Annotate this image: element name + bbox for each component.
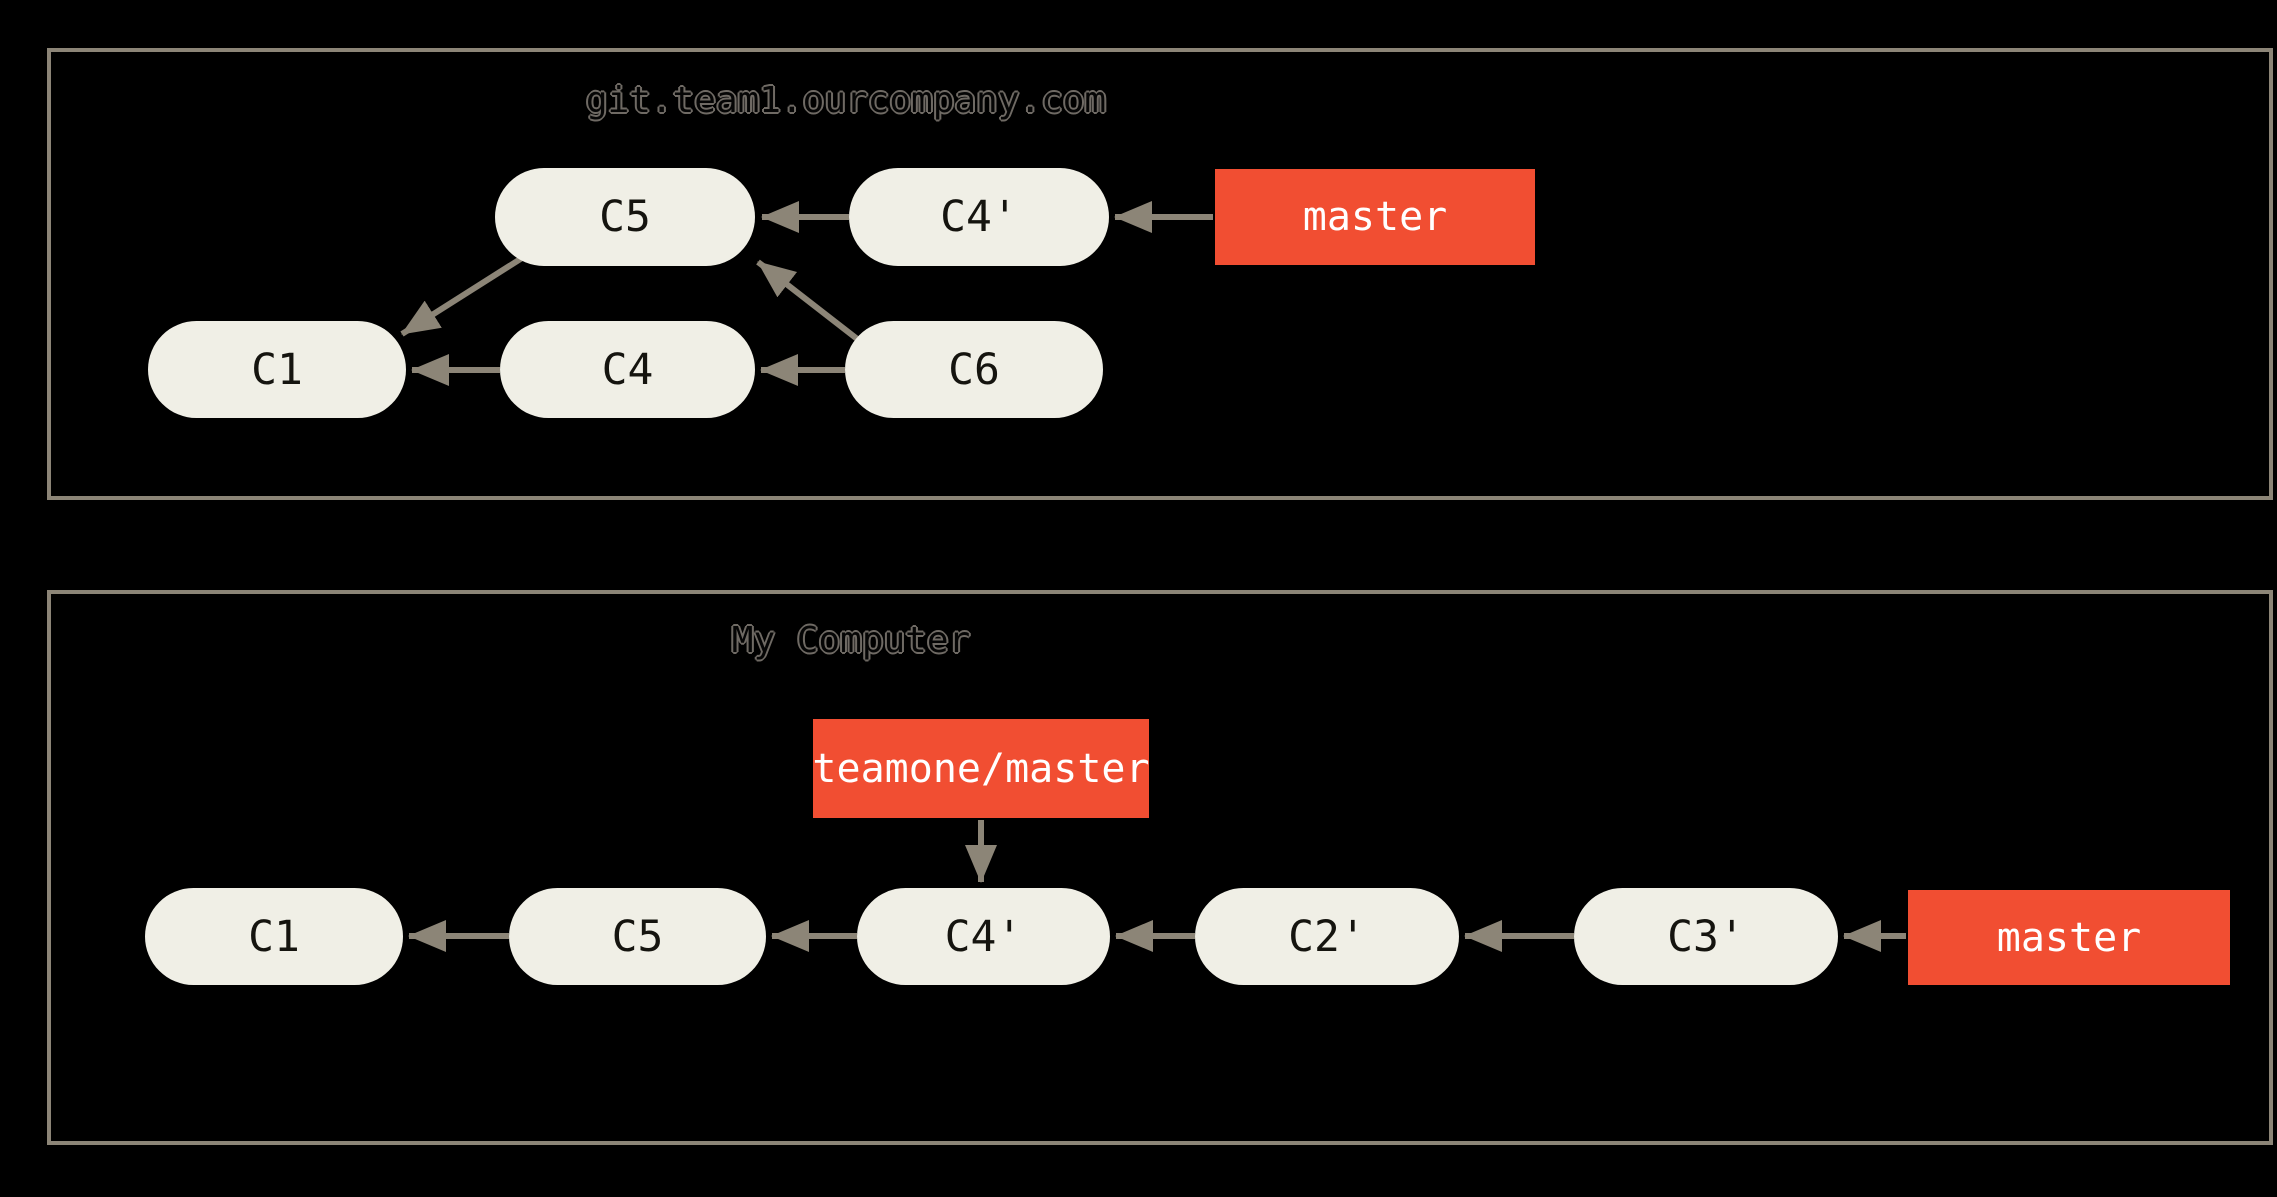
remote-repo-title: git.team1.ourcompany.com	[585, 80, 1107, 121]
local-computer-title: My Computer	[731, 620, 971, 661]
local-computer-panel-box	[47, 590, 2273, 1145]
commit-node-local-c4prime: C4'	[857, 888, 1110, 985]
commit-node-remote-c6: C6	[845, 321, 1103, 418]
commit-node-remote-c4: C4	[500, 321, 755, 418]
edge-remote-c5-to-c1	[400, 255, 524, 337]
edge-remote-c6-to-c5	[756, 259, 876, 355]
branch-label-remote-master: master	[1215, 169, 1535, 265]
remote-repo-panel-box	[47, 48, 2273, 500]
commit-node-local-c2prime: C2'	[1195, 888, 1459, 985]
commit-node-remote-c1: C1	[148, 321, 406, 418]
branch-label-local-teamone-master: teamone/master	[812, 719, 1150, 818]
commit-node-remote-c4prime: C4'	[849, 168, 1109, 266]
commit-node-local-c1: C1	[145, 888, 403, 985]
branch-label-local-master: master	[1908, 890, 2230, 985]
commit-node-local-c5: C5	[509, 888, 766, 985]
commit-node-local-c3prime: C3'	[1574, 888, 1838, 985]
commit-node-remote-c5: C5	[495, 168, 755, 266]
